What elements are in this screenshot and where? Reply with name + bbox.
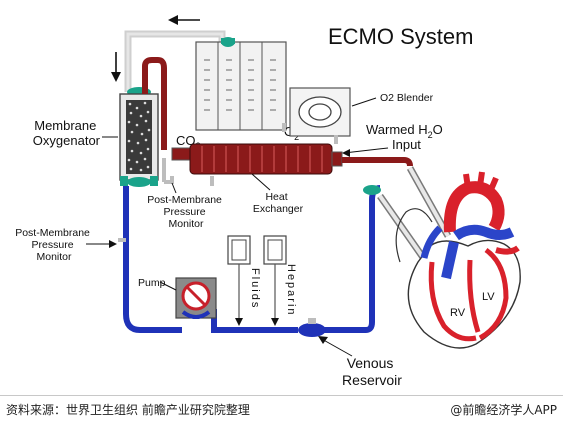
o2-label: O2 [284, 124, 299, 142]
pump [175, 277, 217, 319]
pump-label: Pump [138, 277, 166, 289]
post-membrane-monitor-top-label: Post-Membrane Pressure Monitor [147, 194, 225, 230]
heparin-label: Heparin [285, 264, 297, 317]
fluids-label: Fluids [249, 268, 261, 309]
post-membrane-monitor-left-label: Post-Membrane Pressure Monitor [15, 227, 93, 263]
membrane-oxygenator [119, 87, 159, 187]
venous-reservoir [298, 318, 326, 337]
rv-label: RV [450, 307, 466, 319]
source-footer: 资料来源：世界卫生组织 前瞻产业研究院整理 @前瞻经济学人APP [0, 395, 563, 422]
lv-label: LV [482, 291, 495, 303]
o2-blender [289, 87, 351, 137]
brand-text: @前瞻经济学人APP [450, 403, 557, 417]
heparin-bag [263, 235, 287, 326]
arterial-cannula [406, 166, 452, 238]
ecmo-diagram: ECMO System [15, 15, 521, 388]
flow-arrow-top [168, 15, 200, 25]
warmed-h2o-input-label: Warmed H2O Input [366, 122, 446, 152]
o2-blender-label: O2 Blender [380, 92, 434, 104]
flow-arrow-down [111, 52, 121, 82]
gas-flowmeter-bank [195, 37, 287, 131]
heart [395, 171, 521, 349]
diagram-title: ECMO System [328, 24, 473, 49]
fluids-bag [227, 235, 251, 326]
membrane-oxygenator-label: Membrane Oxygenator [33, 118, 101, 148]
arterial-line [142, 57, 167, 150]
venous-reservoir-label: Venous Reservoir [342, 355, 402, 388]
heat-exchanger-label: Heat Exchanger [253, 191, 304, 215]
source-text: 资料来源：世界卫生组织 前瞻产业研究院整理 [6, 403, 250, 417]
